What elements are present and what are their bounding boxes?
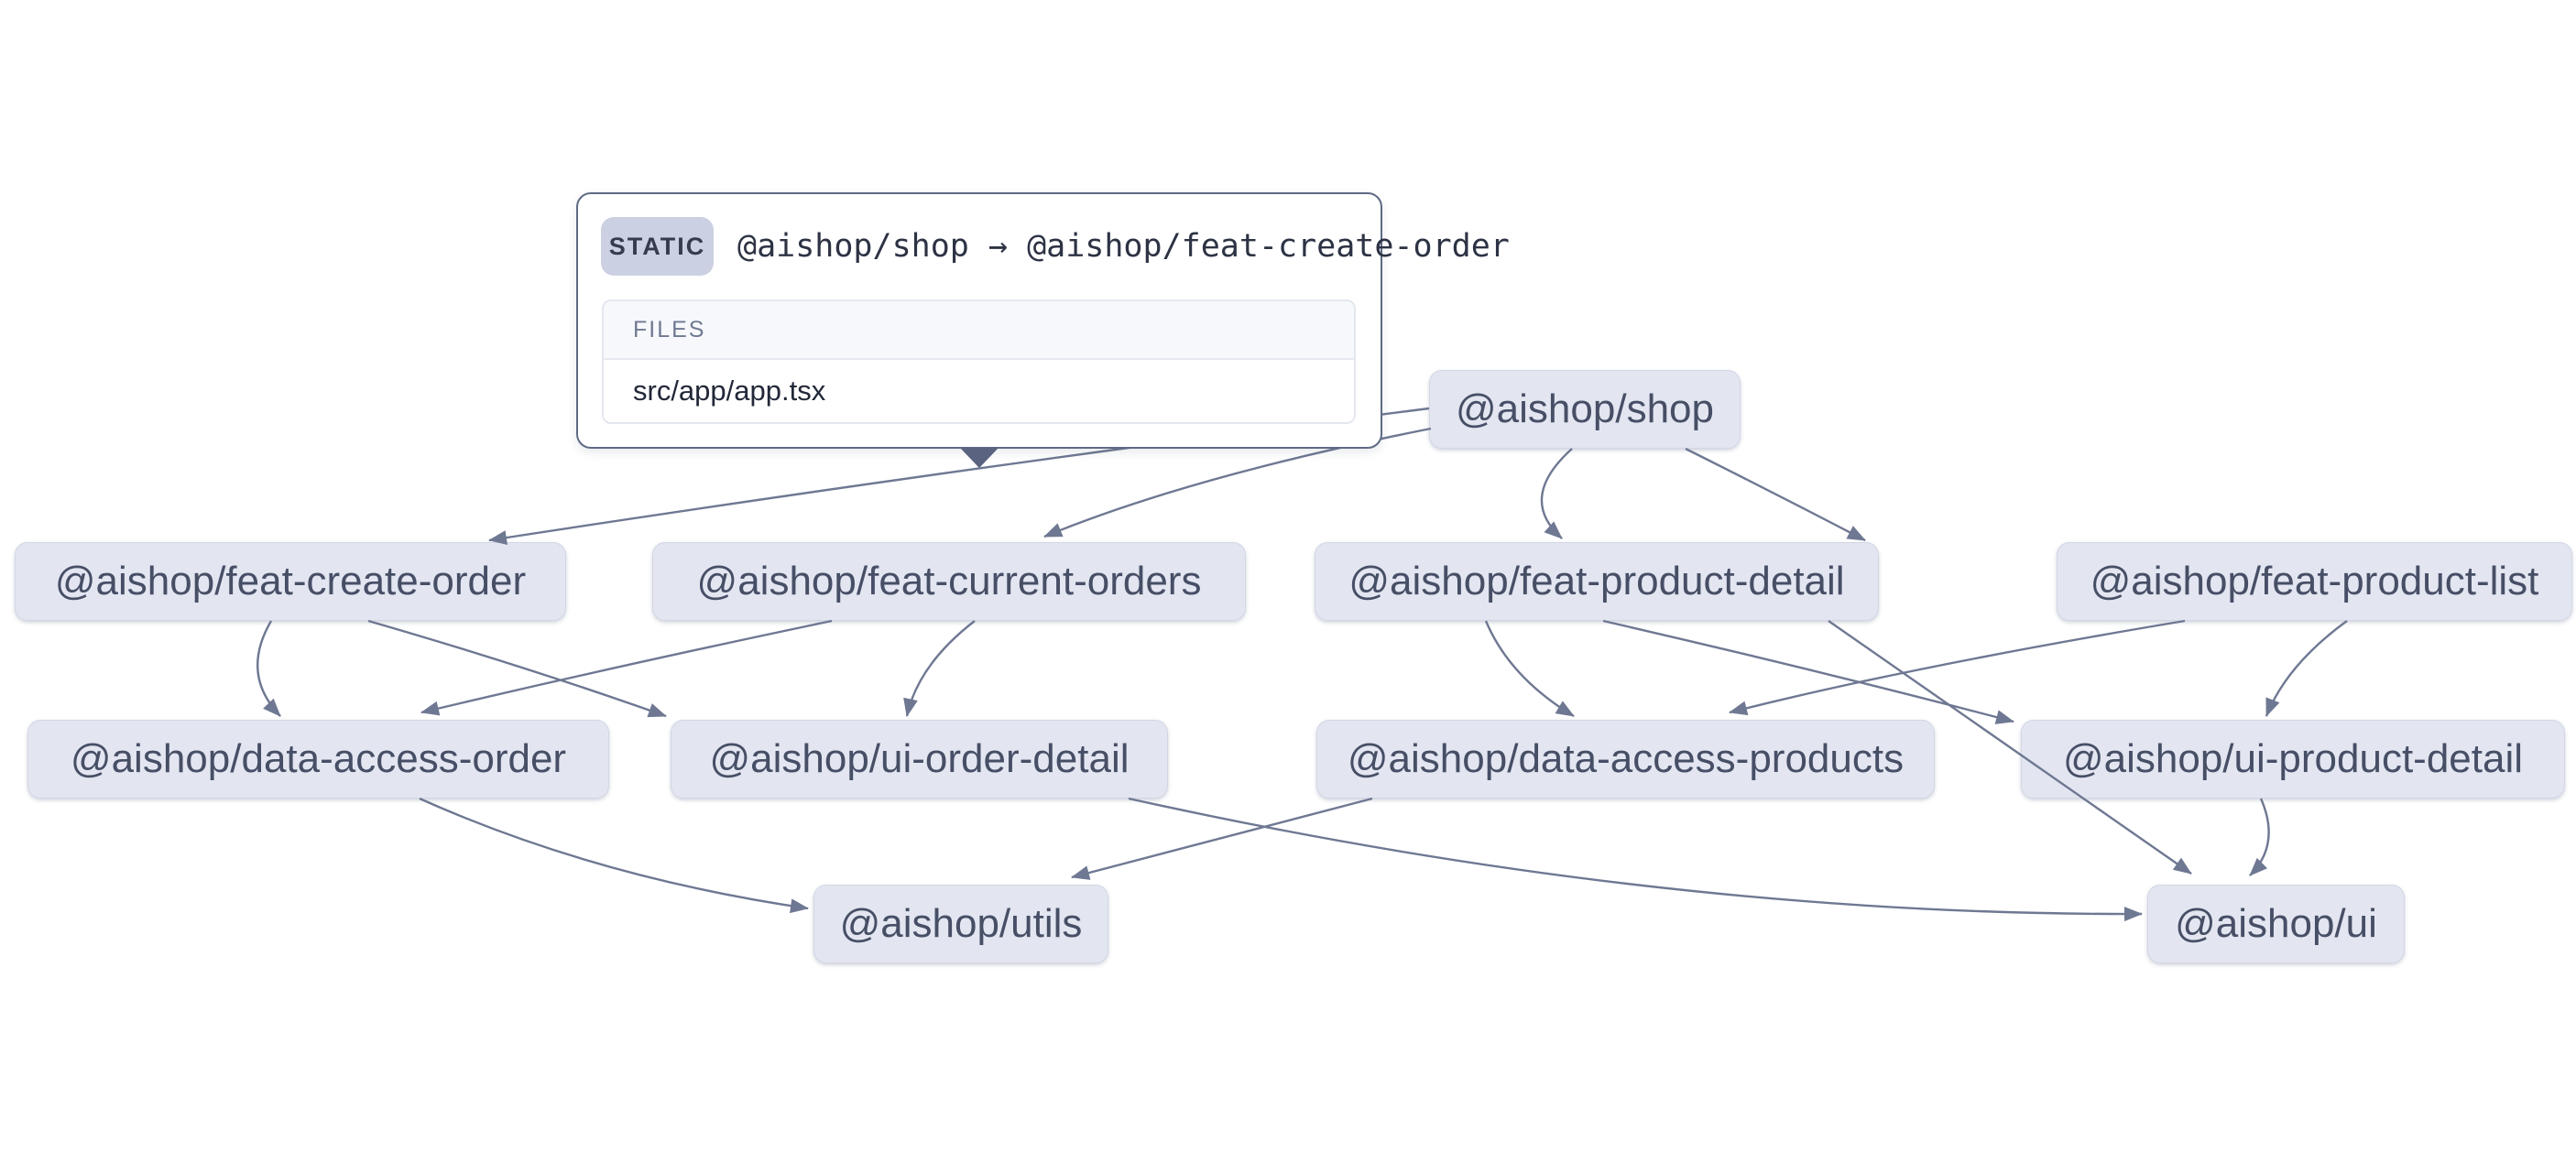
edge-ui-product-detail-to-ui[interactable] bbox=[2249, 798, 2270, 876]
graph-node-utils[interactable]: @aishop/utils bbox=[813, 885, 1108, 963]
tooltip-header: STATIC @aishop/shop → @aishop/feat-creat… bbox=[601, 217, 1510, 276]
tooltip-caret-icon bbox=[960, 448, 999, 468]
edge-feat-create-order-to-ui-order-detail[interactable] bbox=[367, 619, 667, 718]
tooltip-files-panel: FILES src/app/app.tsx bbox=[602, 299, 1356, 424]
graph-node-feat-create-order[interactable]: @aishop/feat-create-order bbox=[15, 542, 566, 621]
graph-node-feat-product-list[interactable]: @aishop/feat-product-list bbox=[2057, 542, 2572, 621]
edge-type-badge: STATIC bbox=[601, 217, 714, 276]
file-row: src/app/app.tsx bbox=[604, 360, 1354, 422]
graph-node-feat-current-orders[interactable]: @aishop/feat-current-orders bbox=[652, 542, 1246, 621]
graph-node-data-access-products[interactable]: @aishop/data-access-products bbox=[1316, 720, 1935, 799]
graph-node-ui-product-detail[interactable]: @aishop/ui-product-detail bbox=[2021, 720, 2565, 799]
graph-node-data-access-order[interactable]: @aishop/data-access-order bbox=[27, 720, 609, 799]
edge-feat-current-orders-to-ui-order-detail[interactable] bbox=[903, 620, 976, 717]
tooltip-edge-label: @aishop/shop → @aishop/feat-create-order bbox=[737, 228, 1510, 265]
edge-shop-to-feat-product-list[interactable] bbox=[1685, 447, 1866, 542]
edge-data-access-products-to-utils[interactable] bbox=[1071, 797, 1373, 880]
edge-ui-order-detail-to-ui[interactable] bbox=[1128, 797, 2143, 922]
graph-node-ui[interactable]: @aishop/ui bbox=[2147, 885, 2405, 963]
edge-feat-product-detail-to-data-access-products[interactable] bbox=[1484, 620, 1575, 718]
edge-data-access-order-to-utils[interactable] bbox=[419, 797, 809, 914]
graph-node-ui-order-detail[interactable]: @aishop/ui-order-detail bbox=[671, 720, 1168, 799]
graph-node-shop[interactable]: @aishop/shop bbox=[1429, 370, 1741, 449]
graph-node-feat-product-detail[interactable]: @aishop/feat-product-detail bbox=[1315, 542, 1879, 621]
edge-shop-to-feat-product-detail[interactable] bbox=[1540, 448, 1573, 539]
edge-tooltip: STATIC @aishop/shop → @aishop/feat-creat… bbox=[576, 192, 1510, 449]
edge-feat-create-order-to-data-access-order[interactable] bbox=[257, 620, 281, 717]
edge-feat-product-list-to-ui-product-detail[interactable] bbox=[2265, 620, 2348, 717]
edge-feat-product-list-to-data-access-products[interactable] bbox=[1729, 619, 2186, 716]
edge-feat-product-detail-to-ui-product-detail[interactable] bbox=[1602, 619, 2014, 724]
edge-feat-current-orders-to-data-access-order[interactable] bbox=[420, 619, 833, 716]
files-header-label: FILES bbox=[604, 301, 1354, 360]
